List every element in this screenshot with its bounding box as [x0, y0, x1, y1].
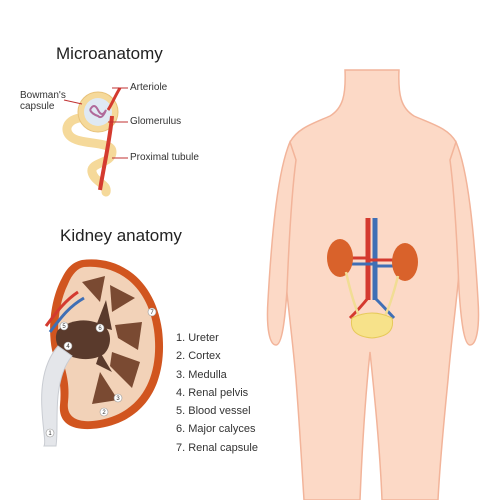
proximal-tubule-label: Proximal tubule	[130, 152, 199, 163]
marker-3: 3	[116, 396, 120, 402]
ureter	[41, 345, 73, 447]
renal-artery	[44, 290, 79, 327]
body-silhouette	[281, 69, 463, 500]
left-kidney	[327, 239, 353, 277]
right-iliac-vein	[373, 296, 396, 320]
legend-item-medulla: 3. Medulla	[176, 368, 227, 381]
kidney-legend: 1. Ureter 2. Cortex 3. Medulla 4. Renal …	[176, 329, 258, 457]
marker-1: 1	[48, 431, 52, 437]
marker-5: 5	[62, 324, 66, 330]
urinary-system	[327, 218, 418, 339]
medulla-pyramid	[110, 352, 140, 388]
glomerulus	[89, 105, 107, 119]
bowmans-capsule-leader	[63, 99, 83, 105]
microanatomy-title: Microanatomy	[56, 44, 163, 63]
medulla-pyramid	[110, 285, 135, 312]
arteriole-label: Arteriole	[130, 82, 168, 93]
legend-item-renal-pelvis: 4. Renal pelvis	[176, 386, 249, 399]
legend-item-blood-vessel: 5. Blood vessel	[176, 405, 251, 418]
bowmans-capsule-label: Bowman's capsule	[20, 90, 66, 112]
legend-item-renal-capsule: 7. Renal capsule	[176, 441, 258, 454]
medulla-pyramid	[92, 372, 118, 404]
left-ureter	[344, 271, 362, 319]
marker-2: 2	[102, 410, 106, 416]
kidney-anatomy-title: Kidney anatomy	[60, 226, 182, 245]
legend-item-cortex: 2. Cortex	[176, 350, 221, 363]
bowmans-capsule-label-line1: Bowman's	[20, 90, 66, 101]
right-kidney	[392, 243, 418, 281]
glomerulus-label: Glomerulus	[130, 116, 182, 127]
renal-vein	[48, 296, 85, 333]
legend-item-major-calyces: 6. Major calyces	[176, 423, 256, 436]
legend-item-ureter: 1. Ureter	[176, 332, 219, 344]
major-calyx	[96, 352, 112, 372]
marker-4: 4	[66, 344, 70, 350]
kidney-cross-section	[41, 259, 164, 447]
right-arm	[449, 139, 480, 346]
marker-6: 6	[98, 326, 102, 332]
bladder	[350, 312, 394, 339]
medulla-pyramid	[82, 276, 105, 302]
medulla-pyramid	[115, 322, 142, 350]
major-calyx	[96, 300, 112, 330]
bowmans-capsule-label-line2: capsule	[20, 101, 55, 112]
proximal-tubule	[62, 113, 117, 197]
marker-7: 7	[150, 310, 154, 316]
afferent-arteriole	[106, 87, 122, 111]
efferent-arteriole	[98, 115, 114, 191]
kidney-markers: 1 2 3 4 5 6 7	[45, 307, 157, 438]
medulla-pyramids	[82, 276, 142, 404]
nephron-diagram	[62, 87, 128, 197]
left-arm	[266, 139, 297, 346]
human-body	[266, 69, 480, 500]
left-iliac-artery	[348, 297, 370, 320]
